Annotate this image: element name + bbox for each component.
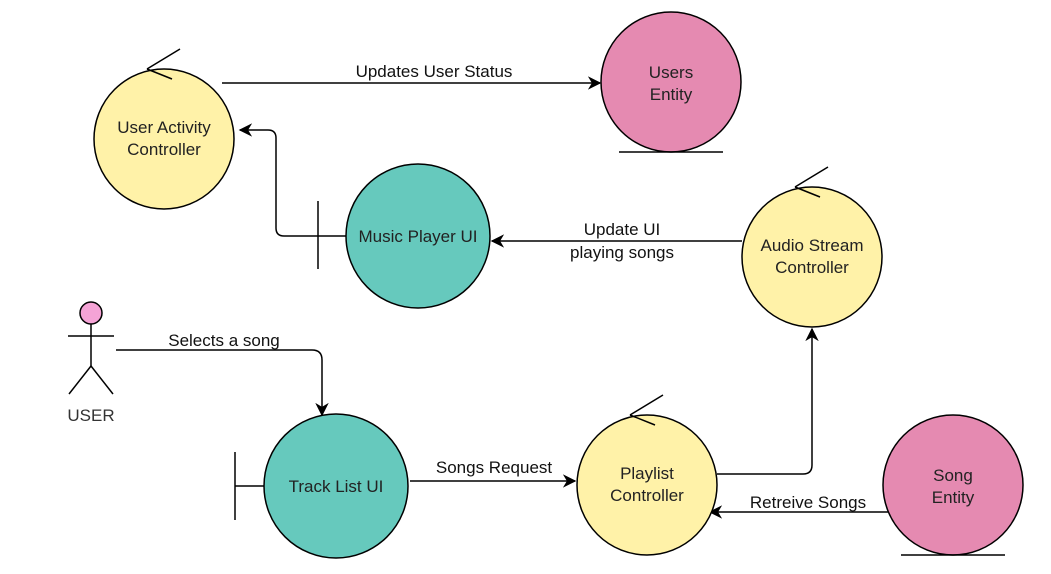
edge-label-playing-songs: playing songs: [570, 243, 674, 262]
node-song-entity: Song Entity: [882, 414, 1024, 556]
edge-label-updates-user-status: Updates User Status: [356, 62, 513, 81]
edge-label-selects-a-song: Selects a song: [168, 331, 280, 350]
entity-circle: [600, 11, 742, 153]
edge-label-retreive-songs: Retreive Songs: [750, 493, 866, 512]
entity-circle: [882, 414, 1024, 556]
controller-arrow-icon: [146, 48, 181, 70]
svg-text:Controller: Controller: [127, 140, 201, 159]
actor-user: USER: [67, 301, 115, 425]
edge-updates-user-status: Updates User Status: [222, 62, 602, 90]
edge-playlist-to-audio-stream: [717, 327, 819, 475]
node-label: User Activity: [117, 118, 211, 137]
edge-retreive-songs: Retreive Songs: [708, 493, 888, 519]
controller-circle: [741, 186, 883, 328]
edge-songs-request: Songs Request: [410, 458, 577, 488]
node-playlist-controller: Playlist Controller: [576, 394, 718, 556]
node-label: Song: [933, 466, 973, 485]
node-label: Playlist: [620, 464, 674, 483]
boundary-circle: [263, 413, 409, 559]
node-label: Music Player UI: [358, 227, 477, 246]
edge-selects-a-song: Selects a song: [116, 331, 329, 417]
controller-circle: [576, 414, 718, 556]
controller-arrow-icon: [794, 166, 829, 188]
edge-label-update-ui: Update UI: [584, 220, 661, 239]
svg-text:Entity: Entity: [650, 85, 693, 104]
node-users-entity: Users Entity: [600, 11, 742, 153]
edge-label-songs-request: Songs Request: [436, 458, 553, 477]
controller-circle: [93, 68, 235, 210]
node-label: Audio Stream: [761, 236, 864, 255]
node-label: Track List UI: [289, 477, 384, 496]
node-track-list-ui: Track List UI: [234, 413, 409, 559]
edge-update-ui-playing-songs: Update UI playing songs: [490, 220, 742, 262]
node-music-player-ui: Music Player UI: [317, 163, 491, 309]
actor-label: USER: [67, 406, 114, 425]
edge-music-player-to-user-activity: [238, 123, 318, 237]
node-audio-stream-controller: Audio Stream Controller: [741, 166, 883, 328]
node-user-activity-controller: User Activity Controller: [93, 48, 235, 210]
actor-head: [79, 301, 103, 325]
svg-text:Entity: Entity: [932, 488, 975, 507]
svg-text:Controller: Controller: [775, 258, 849, 277]
controller-arrow-icon: [629, 394, 664, 416]
boundary-circle: [345, 163, 491, 309]
svg-text:Controller: Controller: [610, 486, 684, 505]
node-label: Users: [649, 63, 693, 82]
